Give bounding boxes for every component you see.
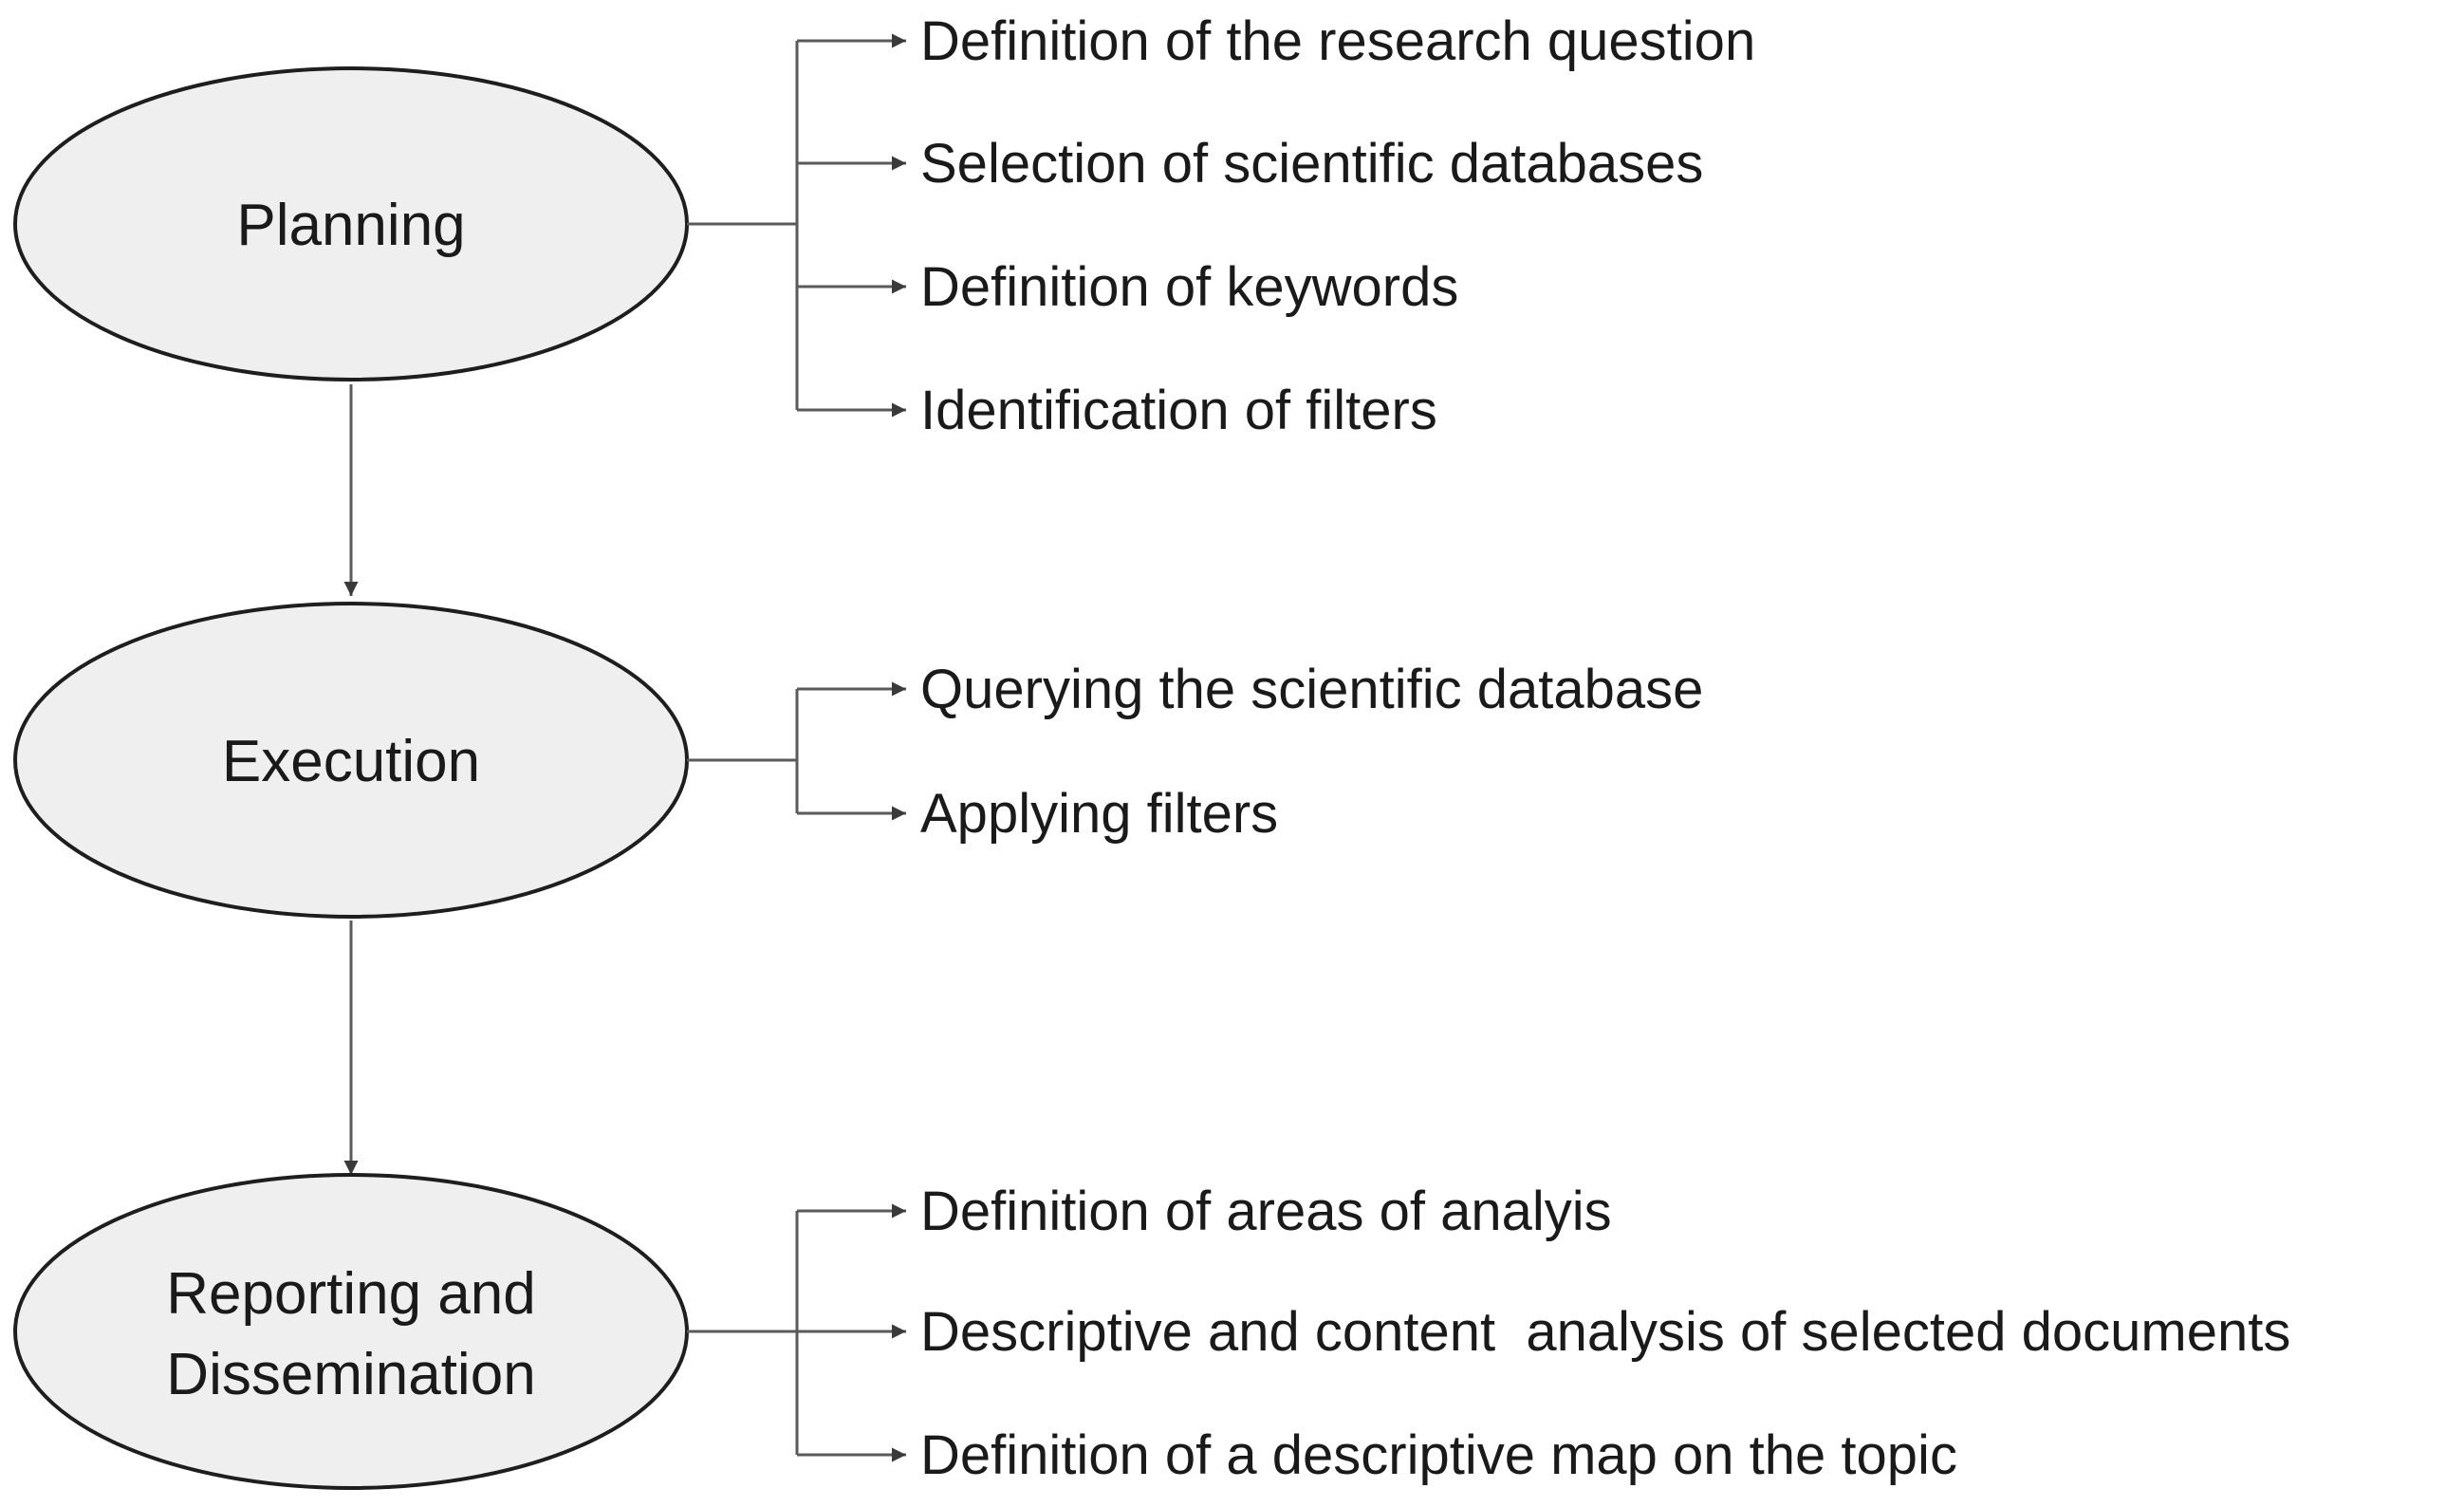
step-label: Definition of keywords xyxy=(920,256,1458,318)
step-label: Descriptive and content analysis of sele… xyxy=(920,1301,2290,1363)
stage-execution: Execution Querying the scientific databa… xyxy=(13,602,1703,919)
step-label: Definition of areas of analyis xyxy=(920,1181,1612,1242)
step-label: Applying filters xyxy=(920,783,1278,845)
stage-label: Reporting and xyxy=(166,1261,536,1327)
stage-label: Dissemination xyxy=(166,1342,535,1407)
stage-branch-connectors xyxy=(687,1203,906,1462)
step-label: Selection of scientific databases xyxy=(920,133,1703,195)
stage-branch-connectors xyxy=(687,681,906,821)
stage-planning: Planning Definition of the research ques… xyxy=(13,10,1755,441)
step-label: Querying the scientific database xyxy=(920,659,1703,720)
step-label: Definition of a descriptive map on the t… xyxy=(920,1424,1957,1486)
stage-reporting-and-dissemination: Reporting and Dissemination Definition o… xyxy=(13,1173,2290,1490)
stage-label: Execution xyxy=(222,729,480,794)
stage-ellipse xyxy=(13,1173,689,1490)
stage-branch-connectors xyxy=(687,33,906,418)
step-label: Identification of filters xyxy=(920,380,1437,441)
stage-label: Planning xyxy=(236,193,465,258)
step-label: Definition of the research question xyxy=(920,10,1755,72)
